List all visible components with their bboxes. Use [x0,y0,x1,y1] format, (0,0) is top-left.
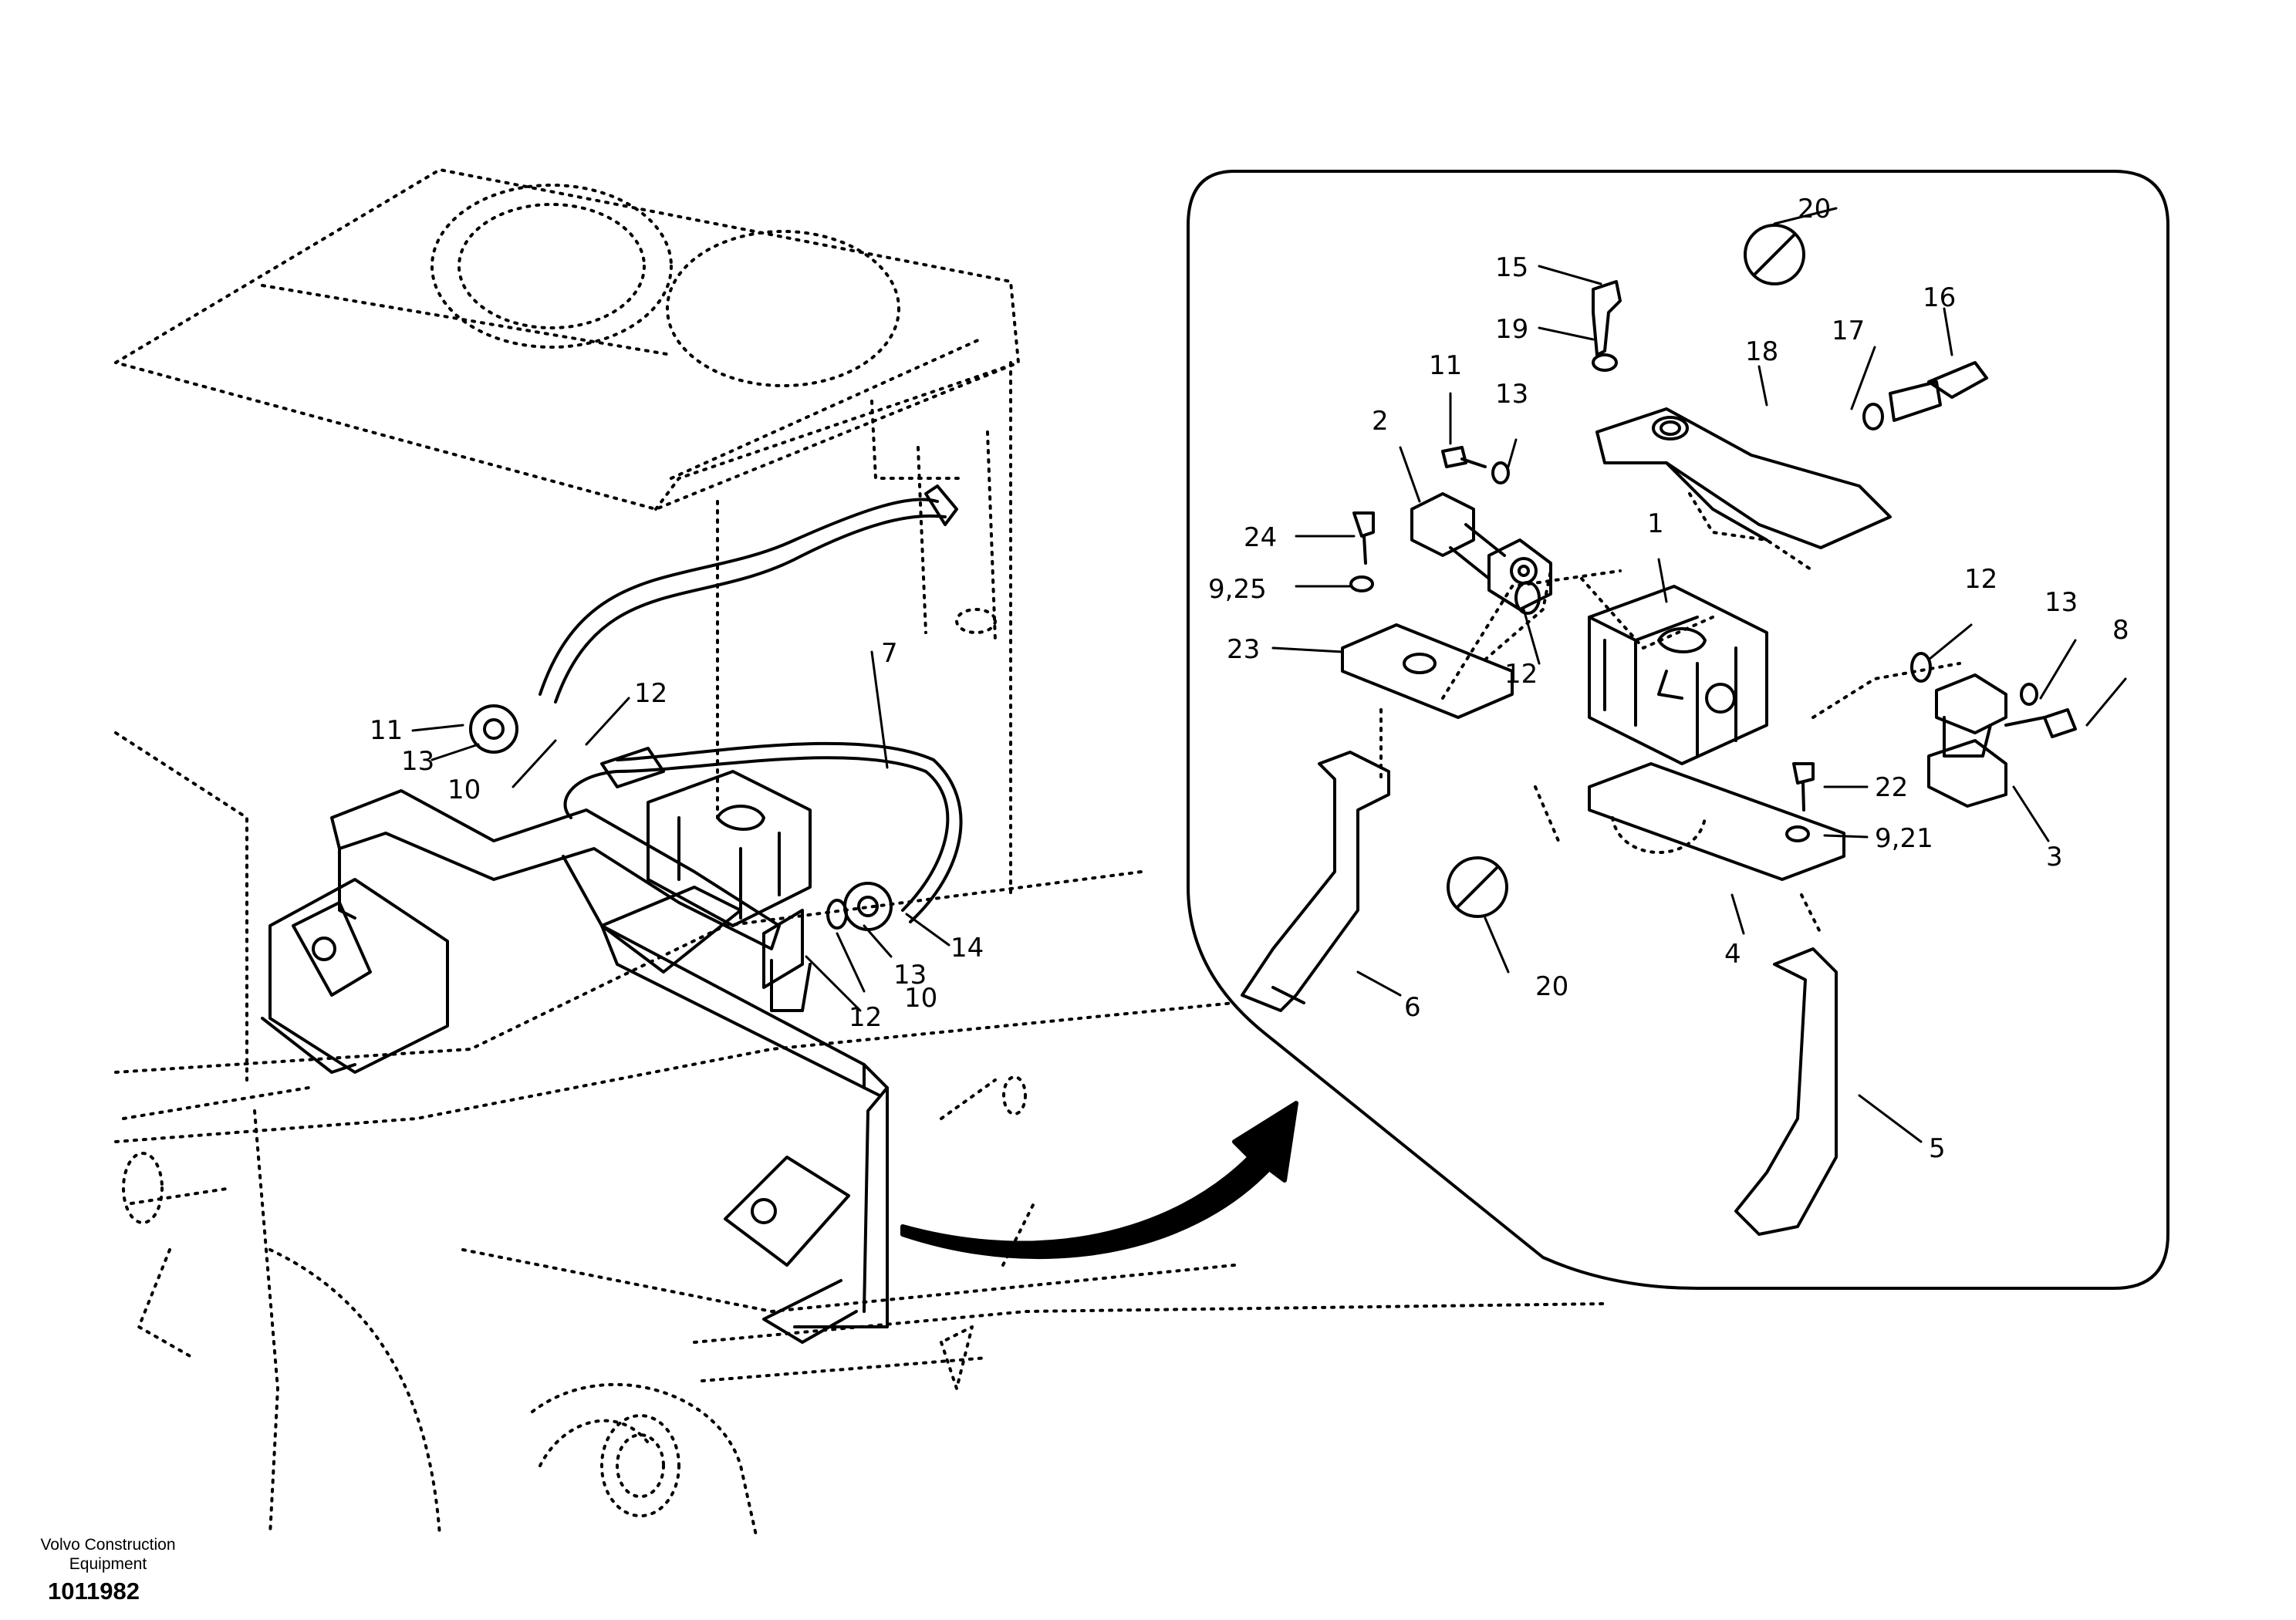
callout-10: 10 [904,983,937,1014]
callout-11: 11 [370,715,403,746]
bolts [1352,280,2077,812]
callout-3: 3 [2046,842,2063,872]
leader-lines [411,207,2127,1143]
callout-13: 13 [2044,587,2078,618]
part-2-connector [1410,492,1552,611]
callout-6: 6 [1404,992,1421,1023]
callout-9-21: 9,21 [1875,823,1933,854]
part-23-plate [1341,623,1514,719]
arrow-to-detail [900,1101,1298,1260]
detail-inset-frame [1187,170,2169,1290]
part-4-plate [1588,762,1845,881]
part-6-bracket [1241,751,1390,1012]
callout-labels-detail: 20 15 19 16 17 18 11 13 2 24 9,25 23 1 1… [1208,194,2129,1164]
callout-20: 20 [1798,194,1831,224]
company-line-2: Equipment [69,1555,147,1573]
hose-7 [539,484,963,923]
callout-20: 20 [1535,971,1568,1002]
callout-10: 10 [447,775,481,805]
callout-23: 23 [1227,634,1260,665]
callout-19: 19 [1495,314,1528,345]
callout-13: 13 [401,746,434,777]
callout-2: 2 [1372,406,1389,437]
callout-16: 16 [1923,282,1956,313]
bracket-assembly-overview [261,704,893,1344]
callout-1: 1 [1647,508,1664,539]
callout-9-25: 9,25 [1208,574,1267,605]
callout-14: 14 [950,933,984,964]
no-reuse-symbols [1447,224,1805,918]
callout-8: 8 [2112,615,2129,646]
callout-labels-overview: 11 13 10 12 7 14 13 12 10 [370,638,984,1033]
callout-5: 5 [1929,1133,1946,1164]
callout-17: 17 [1832,316,1865,346]
part-3-elbow [1927,673,2007,808]
callout-12: 12 [849,1002,882,1033]
callout-15: 15 [1495,252,1528,283]
o-rings [1514,581,1932,683]
machine-outline-dotted [114,168,1606,1537]
part-5-bracket [1734,947,1838,1236]
company-label: Volvo Construction Equipment [23,1535,193,1574]
callout-22: 22 [1875,772,1908,803]
washers [1349,353,2038,842]
callout-7: 7 [881,638,898,669]
company-line-1: Volvo Construction [40,1536,176,1554]
callout-24: 24 [1244,522,1277,553]
part-1-valve-block [1588,585,1768,765]
callout-11: 11 [1429,350,1462,381]
part-18-bracket [1595,407,1892,549]
callout-4: 4 [1724,939,1741,970]
callout-13: 13 [1495,379,1528,410]
callout-13: 13 [893,960,927,991]
callout-12: 12 [1504,659,1538,690]
callout-18: 18 [1745,336,1778,367]
drawing-number: 1011982 [48,1578,140,1605]
callout-12: 12 [634,678,667,709]
callout-12: 12 [1964,564,1997,595]
